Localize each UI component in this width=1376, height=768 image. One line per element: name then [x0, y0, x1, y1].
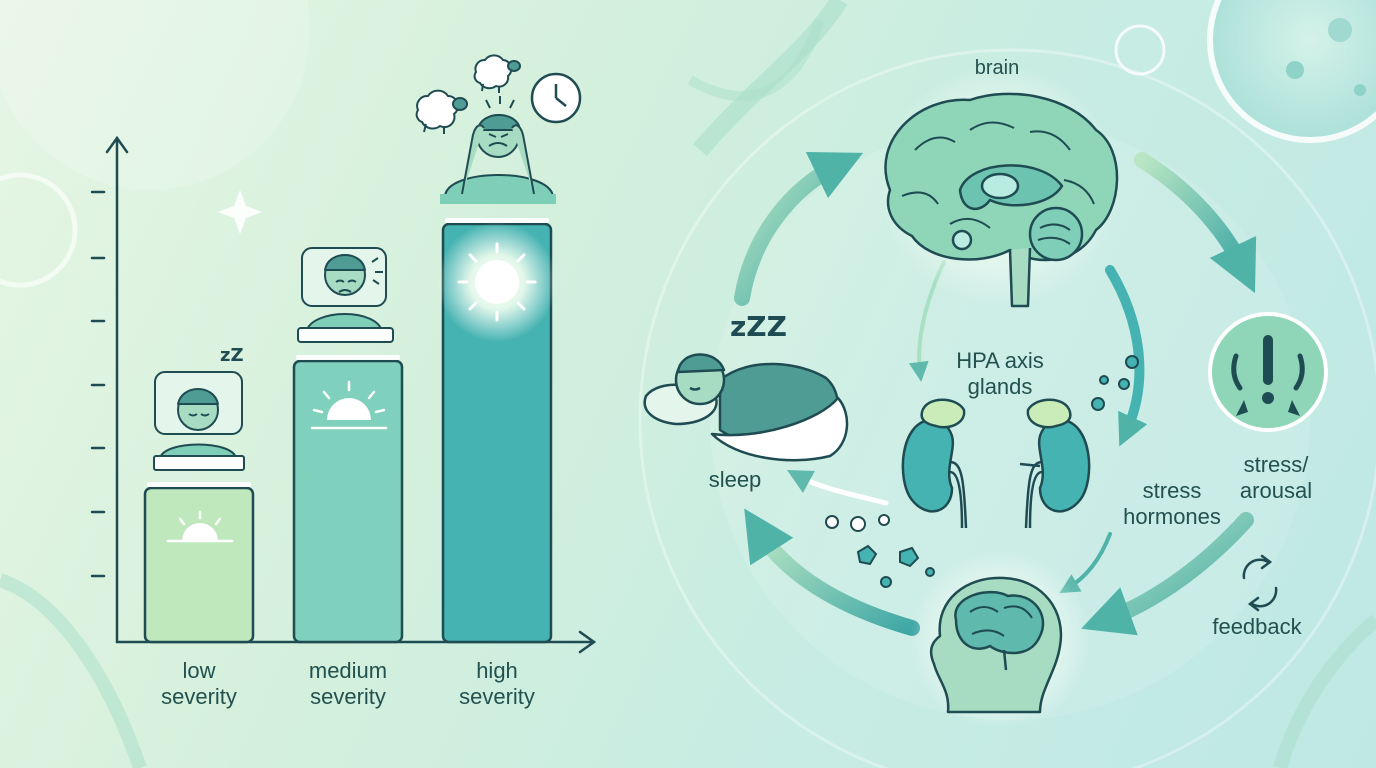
- hormone-particles: [825, 355, 1139, 588]
- head-brain-icon: [910, 550, 1090, 730]
- arrow-hormones-to-head: [1059, 532, 1112, 594]
- hpa-axis-label: HPA axis glands: [956, 348, 1044, 399]
- cycle-arrows: [734, 152, 1257, 636]
- brain-label: brain: [974, 57, 1020, 79]
- bar-highlight: [147, 482, 251, 487]
- snore-text-small: zZ: [220, 345, 244, 366]
- bar-highlight: [296, 355, 400, 360]
- sun-icon-high: [437, 222, 557, 342]
- category-label-low: low severity: [161, 658, 237, 709]
- sun-icon-medium: [310, 380, 388, 430]
- arrow-brain-to-hormones: [1105, 265, 1148, 447]
- sleep-label: sleep: [708, 467, 762, 492]
- kidney-icon: [1019, 398, 1091, 529]
- brain-icon: [880, 65, 1120, 308]
- kidney-icon: [901, 398, 968, 529]
- restless-person-icon-medium: [297, 247, 394, 343]
- arrow-stress-to-head: [1080, 512, 1254, 636]
- stress-alert-icon: [1208, 312, 1328, 432]
- arrow-sleep-to-brain: [734, 152, 864, 306]
- sheep-icon: [415, 89, 468, 134]
- clock-icon: [530, 72, 582, 124]
- x-axis-arrow: [578, 630, 597, 654]
- bar-medium: [292, 359, 404, 644]
- stress-hormones-label: stress hormones: [1123, 478, 1221, 529]
- sleeping-person-icon-low: [153, 371, 245, 471]
- sheep-icon: [473, 54, 521, 93]
- sleeping-person-icon: [643, 353, 849, 462]
- feedback-label: feedback: [1212, 614, 1302, 639]
- sparkle-icon: [218, 190, 262, 234]
- stress-arousal-label: stress/ arousal: [1239, 452, 1313, 503]
- dna-icon: [693, 0, 848, 156]
- stressed-person-icon-high: [440, 96, 556, 204]
- bar-low: [143, 486, 255, 644]
- arrow-hormones-to-sleep: [787, 470, 889, 506]
- category-label-medium: medium severity: [308, 658, 388, 709]
- y-axis-arrow: [105, 135, 129, 154]
- snore-text-large: zZZ: [730, 310, 787, 343]
- sun-icon-low: [166, 510, 234, 543]
- arrow-brain-to-stress: [1134, 152, 1257, 294]
- bar-highlight: [445, 218, 549, 223]
- feedback-cycle-icon: [1242, 554, 1278, 612]
- arrow-head-to-sleep: [744, 508, 920, 636]
- category-label-high: high severity: [459, 658, 535, 709]
